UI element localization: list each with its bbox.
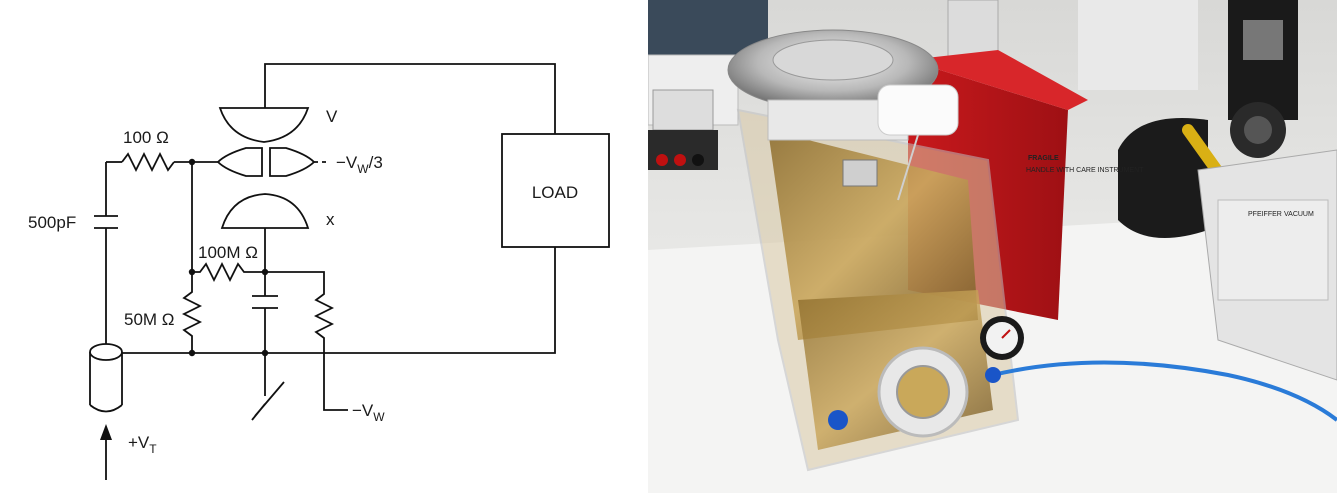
resistor-100m [192, 261, 265, 283]
electrode-x-label: x [326, 210, 335, 229]
resistor-50m [181, 272, 203, 353]
load-box [501, 133, 610, 248]
fragile-title: FRAGILE [1028, 155, 1059, 162]
wire-top-loop [264, 63, 556, 134]
resistor-right [265, 271, 348, 411]
trigger-cylinder-bottom [89, 404, 123, 413]
neg-vw-label: −VW [352, 401, 385, 424]
electrode-v [218, 107, 310, 143]
trigger-cylinder [89, 352, 123, 405]
pump-brand-label-2: VACUUM [1284, 211, 1314, 218]
resistor-100-label: 100 Ω [123, 128, 169, 147]
resistor-50m-label: 50M Ω [124, 310, 175, 329]
capacitor-500pf-label: 500pF [28, 213, 76, 232]
instrument-photo: PFEIFFER VACUUM FRAGILE HANDLE WITH CARE… [648, 0, 1337, 493]
trigger-label: +VT [128, 433, 157, 456]
pump-brand-label: PFEIFFER [1248, 211, 1282, 218]
circuit-schematic: LOAD V −VW/3 x 100 Ω 500pF +VT 100M Ω 50… [28, 63, 610, 480]
electrode-mid-right [269, 147, 316, 177]
mid-voltage-label: −VW/3 [336, 153, 383, 176]
load-label: LOAD [532, 183, 578, 202]
resistor-100m-label: 100M Ω [198, 243, 258, 262]
junction-d [188, 349, 196, 357]
trigger-arrow-head [100, 424, 112, 440]
electrode-mid-left [216, 147, 263, 177]
fragile-sub: HANDLE WITH CARE INSTRUMENT [1026, 167, 1144, 174]
resistor-100 [121, 151, 175, 173]
trigger-cylinder-top [89, 343, 123, 361]
spark-gap-symbol [251, 381, 285, 421]
electrode-v-label: V [326, 107, 338, 126]
electrode-x [220, 193, 310, 229]
